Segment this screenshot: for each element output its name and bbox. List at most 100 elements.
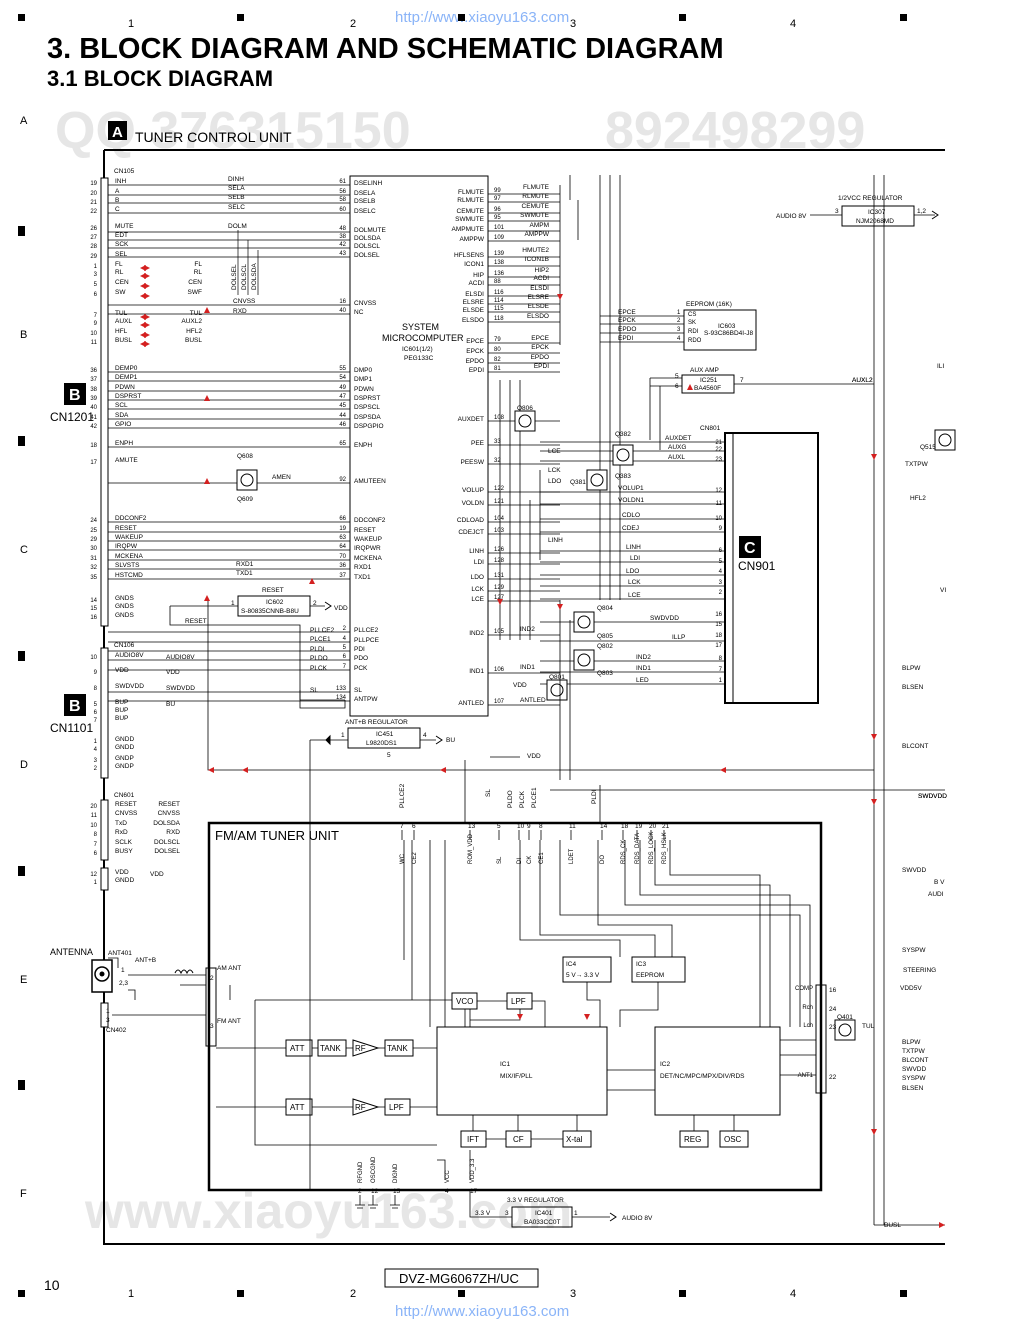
eeprom-pin-signal: RDI <box>688 329 699 335</box>
antenna-connector: ANTENNA ANT401 1 2,3 1 3 2 3 <box>50 947 214 1030</box>
cn106-pin-signal: GNDD <box>115 736 134 743</box>
ic601-right-pin-signal: AUXDET <box>458 416 484 423</box>
right-edge-net: BLCONT <box>902 743 928 750</box>
aux-amp-title: AUX AMP <box>690 367 719 374</box>
ant401-label: ANT401 <box>108 950 132 957</box>
ic601-left-pin-signal: DSELC <box>354 208 376 215</box>
fm-top-pin-number: 18 <box>621 823 629 830</box>
model-number: DVZ-MG6067ZH/UC <box>399 1271 519 1286</box>
cn105-pin-number: 24 <box>90 518 97 524</box>
ic601-right-pin-number: 79 <box>494 337 501 343</box>
cn106-pin-number: 7 <box>94 718 98 724</box>
ic451-pin4: 4 <box>423 732 427 739</box>
signal-arrow <box>871 799 877 805</box>
lpf-label-bottom: LPF <box>389 1103 404 1112</box>
lpf-label-top: LPF <box>511 997 526 1006</box>
grid-labels: 1 2 3 4 1 2 3 4 A B C D E F <box>20 18 796 1300</box>
cn601-pin-number: 20 <box>90 804 97 810</box>
fm-ant-label: FM ANT <box>217 1018 241 1025</box>
cn106-pin-number: 2 <box>94 766 98 772</box>
ic601-right-pin-signal: EPDO <box>466 358 484 365</box>
antenna-jack-pin <box>99 971 105 977</box>
grid-col-3-bottom: 3 <box>570 1288 576 1300</box>
cn106-label: CN106 <box>114 642 135 649</box>
right-edge-fragment: B V <box>934 879 945 886</box>
ant-pin-23: 2,3 <box>119 980 128 987</box>
ic601-left-pin-signal: DOLSDA <box>354 235 381 242</box>
signal-arrow <box>871 1129 877 1135</box>
frame-marks <box>18 14 907 1297</box>
ic401-pin3: 3 <box>505 1210 509 1217</box>
grid-col-3: 3 <box>570 18 576 30</box>
grid-col-2: 2 <box>350 18 356 30</box>
cn105-pin-signal: DSPRST <box>115 393 141 400</box>
signal-arrow <box>687 384 693 390</box>
fm-top-pin-number: 20 <box>649 823 657 830</box>
cn105-pin-signal: IRQPW <box>115 543 138 550</box>
signal-arrow <box>871 454 877 460</box>
ic601-left-pin-signal: IRQPWR <box>354 545 381 552</box>
fm-top-pin-signal: LDET <box>569 848 575 864</box>
ic601-right-pin-signal: EPDI <box>469 367 484 374</box>
cn105-pin-number: 7 <box>94 313 98 319</box>
ic601-part: IC601(1/2) <box>402 346 433 353</box>
cn105-pin-number: 20 <box>90 191 97 197</box>
watermark-url-top[interactable]: http://www.xiaoyu163.com <box>395 9 569 26</box>
cf-label: CF <box>513 1135 524 1144</box>
signal-arrow <box>144 283 150 289</box>
cn105-pin-number: 10 <box>90 331 97 337</box>
cn105-pin-signal: EDT <box>115 232 128 239</box>
ic601-right-pin-number: 131 <box>494 573 505 579</box>
att-label-1: ATT <box>290 1044 305 1053</box>
grid-row-c: C <box>20 544 28 556</box>
ic601-left-pin-signal: DSPSDA <box>354 414 381 421</box>
signal-arrow <box>440 767 446 773</box>
ic601-right-pin-number: 115 <box>494 306 504 312</box>
signal-arrow <box>204 478 210 484</box>
ic601-left-pin-number: 64 <box>339 544 346 550</box>
cn601-right-net: DOLSEL <box>154 848 180 855</box>
signal-arrow <box>208 767 214 773</box>
watermark-url-bottom[interactable]: http://www.xiaoyu163.com <box>395 1303 569 1320</box>
cn105-pin-signal: BUSL <box>115 337 132 344</box>
cn105-pin-number: 36 <box>90 368 97 374</box>
transistor-label: Q804 <box>597 605 613 612</box>
cn601-pin-number: 6 <box>94 851 98 857</box>
cn105-pin-signal: SLVSTS <box>115 562 140 569</box>
ic601-right-pin-signal: CEMUTE <box>457 208 485 215</box>
grid-col-4: 4 <box>790 18 796 30</box>
fm-bottom-pin-signal: DIGND <box>393 1163 399 1183</box>
ic601-left-pin-number: 60 <box>339 207 346 213</box>
cn105-right-net: AUXL2 <box>181 318 202 325</box>
left-net-label: CNVSS <box>233 298 256 305</box>
grid-row-d: D <box>20 759 28 771</box>
ic601-left-pin-signal: DMP0 <box>354 367 372 374</box>
fm-ant-pin-2: 2 <box>210 975 214 982</box>
ic601-right-pin-signal: CDLOAD <box>457 517 484 524</box>
left-net-label: RXD1 <box>236 561 254 568</box>
fm-top-pin-signal: RDS_LOCK <box>649 832 655 864</box>
ic601-right-pin-signal: LDI <box>474 559 484 566</box>
cn1201-tag: B <box>69 387 81 404</box>
fm-top-pin-number: 7 <box>400 823 404 830</box>
rf-label-1: RF <box>355 1044 366 1053</box>
ic1-label-2: MIX/IF/PLL <box>500 1073 533 1080</box>
ic601-left-pin-signal: NC <box>354 309 364 316</box>
fm-am-border <box>207 821 823 1192</box>
ic601-left-pin-number: 58 <box>339 197 346 203</box>
fm-ant-pin-3: 3 <box>210 1023 214 1030</box>
cn901-side-net: IND1 <box>520 664 535 671</box>
cn105-pin-number: 42 <box>90 424 97 430</box>
cn601-right-net: RESET <box>158 801 180 808</box>
cn801-pin-number: 15 <box>715 622 722 628</box>
cn105-right-net: HFL2 <box>186 328 202 335</box>
fm-bottom-pin-signal: VDD_3.3 <box>470 1158 476 1183</box>
ic601-left-pin-signal: ENPH <box>354 442 372 449</box>
fm-top-pin-number: 5 <box>497 823 501 830</box>
cn105-pin-signal: RESET <box>115 525 137 532</box>
fm-right-pin-number: 16 <box>829 987 837 994</box>
eeprom-pin-signal: SK <box>688 320 696 326</box>
